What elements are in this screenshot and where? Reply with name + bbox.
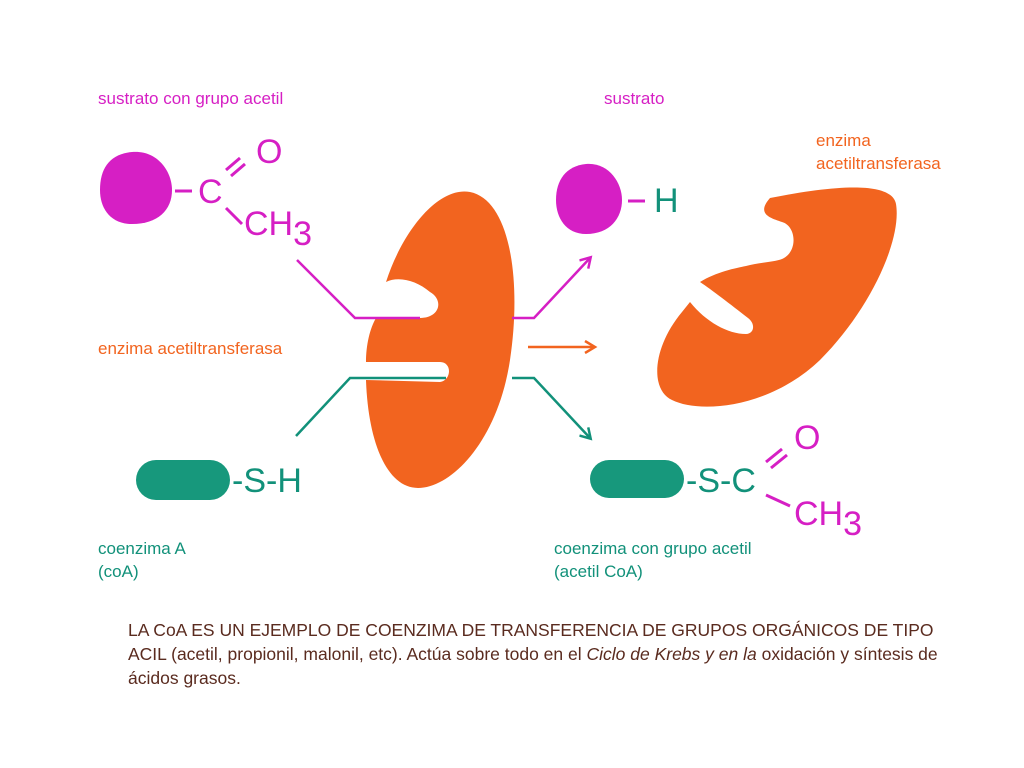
bond-carbon-methyl (224, 206, 244, 226)
label-enzyme-right-line2: acetiltransferasa (816, 154, 941, 173)
coenzyme-flow-in (295, 376, 446, 437)
label-enzyme-right-line1: enzima (816, 131, 871, 150)
coenzyme-flow-out (512, 376, 590, 438)
label-enzyme-left: enzima acetiltransferasa (98, 339, 283, 358)
bond-acoa-double-o-b (770, 453, 788, 470)
bond-double-o-b (230, 162, 246, 178)
label-substrate: sustrato (604, 89, 665, 108)
formula-methyl-left: CH3 (244, 205, 313, 253)
substrate-shape (556, 163, 622, 234)
enzyme-right-shape (657, 187, 897, 407)
acetyl-coa-shape (590, 460, 684, 498)
label-coenzyme-acetyl-line1: coenzima con grupo acetil (554, 539, 752, 558)
bond-acoa-methyl (765, 493, 791, 508)
substrate-acetyl-shape (100, 151, 172, 224)
formula-carbon-left: C (198, 173, 223, 211)
formula-thioester: -S-C (686, 462, 756, 500)
label-coenzyme-acetyl-line2: (acetil CoA) (554, 562, 643, 581)
formula-oxygen-left: O (256, 133, 283, 171)
formula-hydrogen: H (654, 182, 679, 220)
enzyme-center-shape (366, 191, 515, 488)
coenzyme-a-shape (136, 460, 230, 500)
substrate-flow-out (512, 258, 590, 320)
formula-methyl-right: CH3 (794, 495, 863, 543)
label-substrate-acetyl: sustrato con grupo acetil (98, 89, 284, 108)
bond-acoa-double-o-a (765, 447, 783, 464)
label-coenzyme-a-line1: coenzima A (98, 539, 186, 558)
label-coenzyme-a-line2: (coA) (98, 562, 139, 581)
caption-text: LA CoA ES UN EJEMPLO DE COENZIMA DE TRAN… (128, 620, 938, 688)
substrate-flow-in (296, 259, 420, 320)
bond-double-o-a (225, 156, 241, 172)
formula-sulfhydryl: -S-H (232, 462, 302, 500)
formula-oxygen-right: O (794, 419, 821, 457)
